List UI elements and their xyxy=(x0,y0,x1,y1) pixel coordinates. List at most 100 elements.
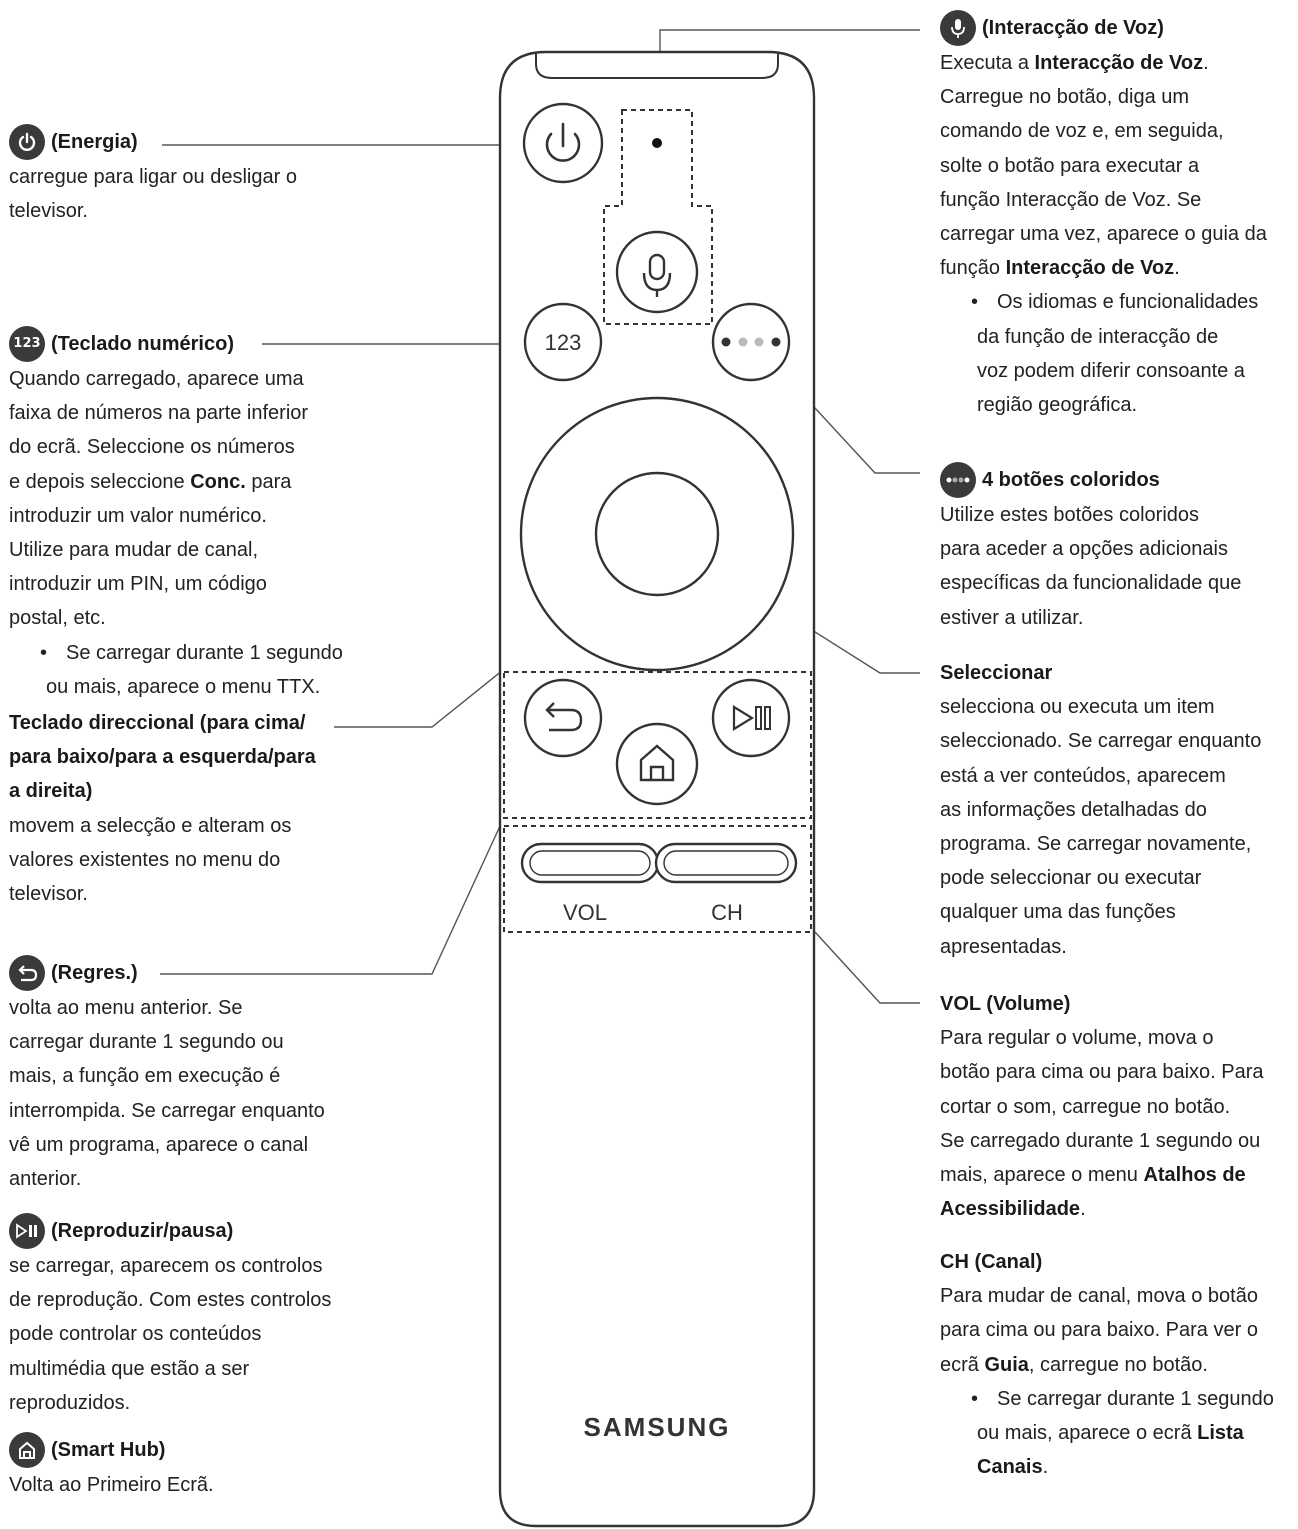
voice-bullet: Os idiomas e funcionalidades xyxy=(971,285,1295,319)
volch-dashed-area xyxy=(503,825,812,933)
home-button[interactable] xyxy=(615,722,699,806)
select-desc: selecciona ou executa um item xyxy=(940,696,1215,719)
select-desc: apresentadas. xyxy=(940,935,1067,958)
select-button[interactable] xyxy=(594,471,720,597)
dpad-desc-3: televisor. xyxy=(9,883,88,906)
ch-bullet: Se carregar durante 1 segundo xyxy=(971,1382,1295,1416)
numpad-line: e depois seleccione Conc. para xyxy=(9,470,292,493)
power-button[interactable] xyxy=(522,102,604,184)
play-desc: se carregar, aparecem os controlos xyxy=(9,1255,323,1277)
power-desc-2: televisor. xyxy=(9,200,88,223)
vol-line: Acessibilidade. xyxy=(940,1198,1086,1221)
numpad-title: (Teclado numérico) xyxy=(51,332,234,355)
vol-line: Se carregado durante 1 segundo ou xyxy=(940,1129,1261,1152)
back-title: (Regres.) xyxy=(51,961,138,984)
mic-icon xyxy=(940,10,976,46)
numpad-line: Quando carregado, aparece uma xyxy=(9,368,304,390)
dpad-desc-2: valores existentes no menu do xyxy=(9,848,281,871)
ch-bullet: Canais. xyxy=(977,1456,1049,1479)
numpad-line: introduzir um PIN, um código xyxy=(9,573,267,596)
voice-line: solte o botão para executar a xyxy=(940,154,1200,177)
ch-line: ecrã Guia, carregue no botão. xyxy=(940,1353,1208,1376)
ch-section: CH (Canal) Para mudar de canal, mova o b… xyxy=(940,1245,1295,1484)
leader-back xyxy=(160,825,501,975)
home-desc: Volta ao Primeiro Ecrã. xyxy=(9,1474,214,1496)
select-desc: pode seleccionar ou executar xyxy=(940,867,1202,890)
numpad-line: introduzir um valor numérico. xyxy=(9,504,267,527)
home-title: (Smart Hub) xyxy=(51,1438,166,1461)
voice-button[interactable] xyxy=(615,230,699,314)
numpad-button[interactable]: 123 xyxy=(523,302,603,382)
color-desc: Utilize estes botões coloridos xyxy=(940,504,1200,526)
power-title: (Energia) xyxy=(51,130,138,153)
back-desc: interrompida. Se carregar enquanto xyxy=(9,1099,325,1122)
vol-line: cortar o som, carregue no botão. xyxy=(940,1095,1231,1118)
back-section: (Regres.) volta ao menu anterior. Se car… xyxy=(9,955,399,1196)
voice-line: Carregue no botão, diga um xyxy=(940,86,1190,109)
numpad-line: do ecrã. Seleccione os números xyxy=(9,436,295,459)
back-desc: volta ao menu anterior. Se xyxy=(9,997,243,1019)
back-desc: carregar durante 1 segundo ou xyxy=(9,1031,284,1054)
play-pause-icon xyxy=(9,1213,45,1249)
numpad-line: postal, etc. xyxy=(9,607,106,630)
remote-top-edge xyxy=(535,54,779,79)
numpad-bullet-1: Se carregar durante 1 segundo xyxy=(40,636,389,670)
mic-hole xyxy=(652,138,662,148)
dpad-desc-1: movem a selecção e alteram os xyxy=(9,814,292,837)
select-desc: está a ver conteúdos, aparecem xyxy=(940,764,1226,787)
ch-title: CH (Canal) xyxy=(940,1251,1043,1273)
dpad-title-2: para baixo/para a esquerda/para xyxy=(9,746,316,769)
numpad-bullet-2: ou mais, aparece o menu TTX. xyxy=(46,675,321,698)
back-desc: vê um programa, aparece o canal xyxy=(9,1133,309,1156)
color-section: 4 botões coloridos Utilize estes botões … xyxy=(940,462,1295,635)
dpad-title-1: Teclado direccional (para cima/ xyxy=(9,712,306,734)
power-desc-1: carregue para ligar ou desligar o xyxy=(9,166,297,188)
vol-rocker[interactable] xyxy=(520,842,660,884)
voice-line: Executa a Interacção de Voz. xyxy=(940,52,1209,74)
vol-section: VOL (Volume) Para regular o volume, mova… xyxy=(940,987,1295,1226)
ch-rocker[interactable] xyxy=(654,842,798,884)
play-desc: pode controlar os conteúdos xyxy=(9,1323,262,1346)
voice-bullet: da função de interacção de xyxy=(977,325,1219,348)
voice-line: carregar uma vez, aparece o guia da xyxy=(940,223,1267,246)
numpad-button-label: 123 xyxy=(545,330,582,355)
color-desc: específicas da funcionalidade que xyxy=(940,572,1242,595)
ch-bullet: ou mais, aparece o ecrã Lista xyxy=(977,1422,1244,1445)
vol-line: botão para cima ou para baixo. Para xyxy=(940,1061,1264,1084)
power-section: (Energia) carregue para ligar ou desliga… xyxy=(9,124,369,228)
play-desc: multimédia que estão a ser xyxy=(9,1357,250,1380)
back-button[interactable] xyxy=(523,678,603,758)
nav-dashed-area xyxy=(503,671,812,819)
voice-bullet: voz podem diferir consoante a xyxy=(977,359,1245,382)
color-desc: estiver a utilizar. xyxy=(940,606,1084,629)
power-icon xyxy=(9,124,45,160)
voice-line: comando de voz e, em seguida, xyxy=(940,120,1224,143)
vol-title: VOL (Volume) xyxy=(940,993,1071,1015)
brand-logo: SAMSUNG xyxy=(584,1412,731,1442)
ch-line: Para mudar de canal, mova o botão xyxy=(940,1285,1258,1308)
color-desc: para aceder a opções adicionais xyxy=(940,538,1228,561)
numpad-icon: 123 xyxy=(9,326,45,362)
color-dots-icon xyxy=(940,462,976,498)
select-title: Seleccionar xyxy=(940,662,1053,684)
voice-line: função Interacção de Voz. Se xyxy=(940,188,1202,211)
numpad-line: faixa de números na parte inferior xyxy=(9,402,309,425)
select-desc: as informações detalhadas do xyxy=(940,798,1207,821)
back-desc: mais, a função em execução é xyxy=(9,1065,281,1088)
color-button[interactable] xyxy=(711,302,791,382)
voice-title: (Interacção de Voz) xyxy=(982,16,1164,39)
select-desc: qualquer uma das funções xyxy=(940,901,1176,924)
back-desc: anterior. xyxy=(9,1168,82,1191)
select-desc: programa. Se carregar novamente, xyxy=(940,833,1252,856)
ch-line: para cima ou para baixo. Para ver o xyxy=(940,1319,1258,1342)
vol-line: Para regular o volume, mova o xyxy=(940,1027,1214,1050)
play-desc: de reprodução. Com estes controlos xyxy=(9,1289,332,1312)
select-desc: seleccionado. Se carregar enquanto xyxy=(940,730,1262,753)
vol-label: VOL xyxy=(563,900,607,925)
select-section: Seleccionar selecciona ou executa um ite… xyxy=(940,656,1295,964)
play-pause-button[interactable] xyxy=(711,678,791,758)
back-icon xyxy=(9,955,45,991)
play-section: (Reproduzir/pausa) se carregar, aparecem… xyxy=(9,1213,399,1420)
ch-label: CH xyxy=(711,900,743,925)
voice-bullet: região geográfica. xyxy=(977,394,1138,417)
